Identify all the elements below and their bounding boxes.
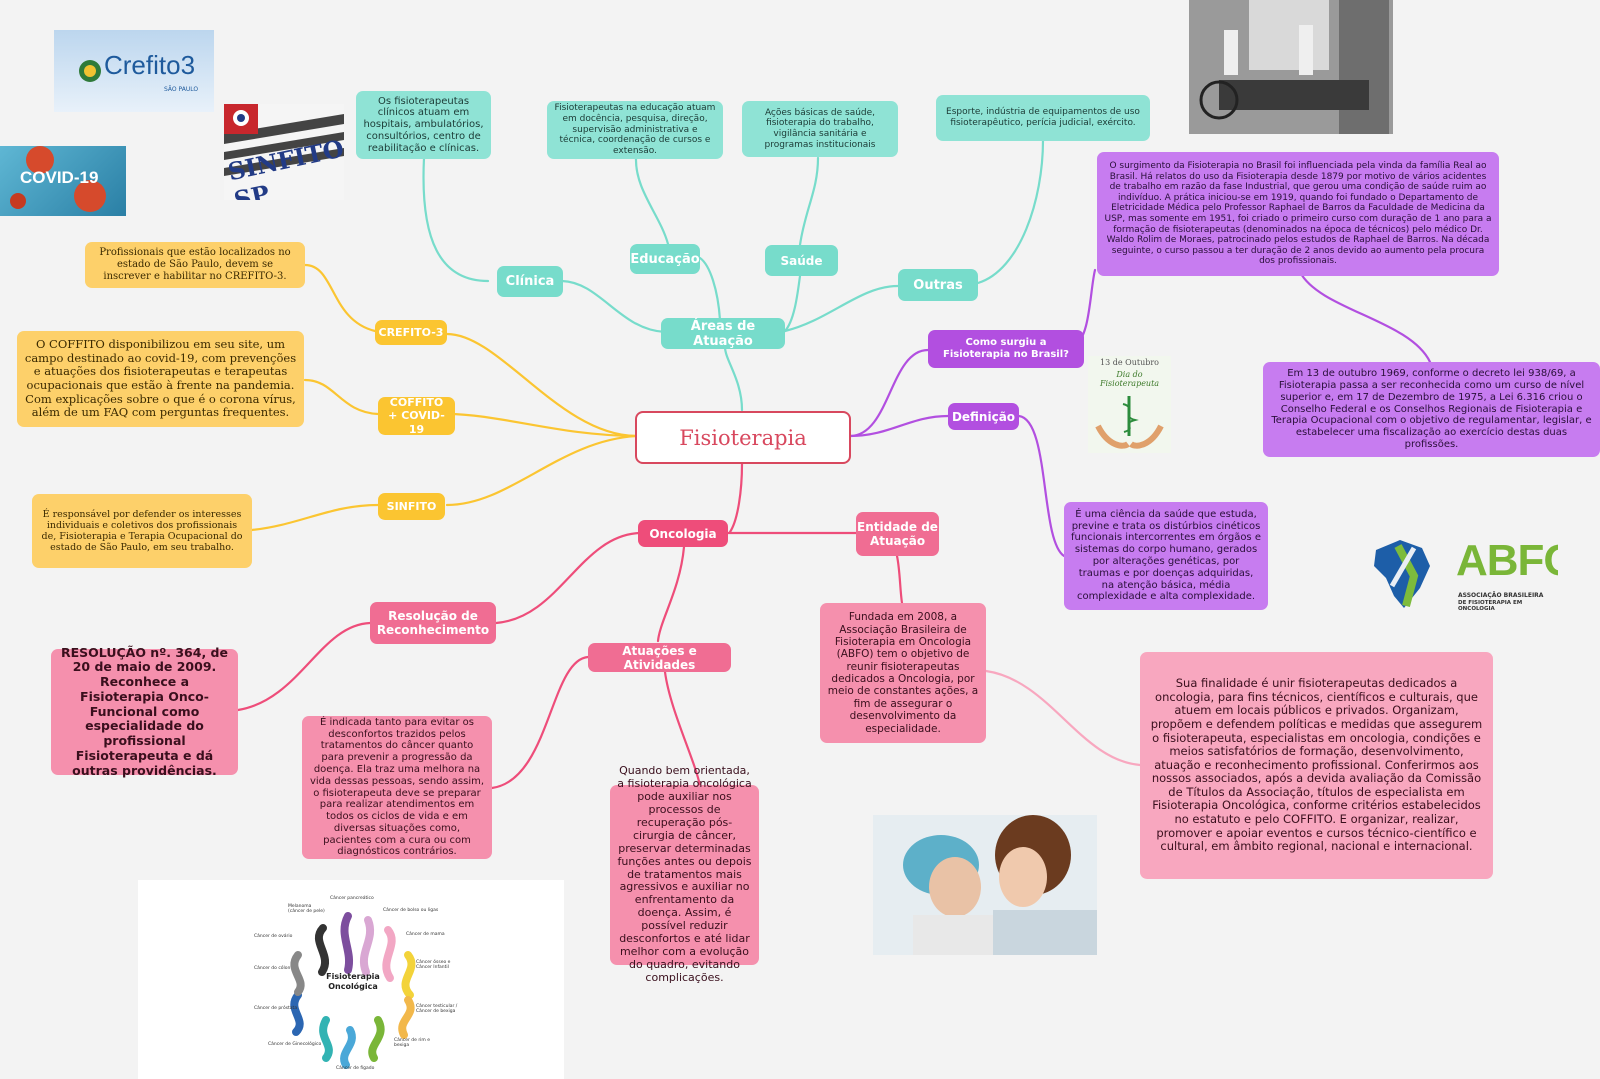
- coffito-text-box[interactable]: O COFFITO disponibilizou em seu site, um…: [17, 331, 304, 427]
- atuacoes-label: Atuações e Atividades: [622, 643, 697, 672]
- crefito-logo-sub: SÃO PAULO: [164, 86, 199, 93]
- coffito-text: O COFFITO disponibilizou em seu site, um…: [24, 337, 297, 420]
- saude-text-box[interactable]: Ações básicas de saúde, fisioterapia do …: [742, 101, 898, 157]
- saude-label: Saúde: [780, 253, 823, 268]
- sinfito-node[interactable]: SINFITO: [378, 493, 445, 520]
- ribbons-center-label-2: Oncológica: [328, 981, 378, 991]
- ribbon-label: Câncer de próstata: [254, 1006, 298, 1011]
- ribbon-label: Melanoma (câncer de pele): [288, 904, 325, 914]
- ribbon-label: Câncer de ovário: [254, 934, 293, 939]
- entidade-text2: Sua finalidade é unir fisioterapeutas de…: [1150, 676, 1483, 854]
- ribbon-label: Câncer de fígado: [336, 1066, 375, 1071]
- abfo-sub1: ASSOCIAÇÃO BRASILEIRA: [1458, 592, 1544, 599]
- entidade-label: Entidade de Atuação: [857, 519, 938, 548]
- abfo-sub2: DE FISIOTERAPIA EM ONCOLOGIA: [1458, 600, 1523, 612]
- clinica-text: Os fisioterapeutas clínicos atuam em hos…: [363, 95, 484, 154]
- covid-text: COVID-19: [20, 168, 99, 187]
- dia-title: Dia do Fisioterapeuta: [1099, 370, 1160, 388]
- sinfito-text-box[interactable]: É responsável por defender os interesses…: [32, 494, 252, 568]
- saude-text: Ações básicas de saúde, fisioterapia do …: [764, 107, 876, 150]
- entidade-text2-box[interactable]: Sua finalidade é unir fisioterapeutas de…: [1140, 652, 1493, 879]
- surgiu-label: Como surgiu a Fisioterapia no Brasil?: [943, 337, 1069, 360]
- definicao-text: É uma ciência da saúde que estuda, previ…: [1071, 508, 1261, 603]
- educacao-text: Fisioterapeutas na educação atuam em doc…: [554, 103, 716, 156]
- atuacoes-text-box[interactable]: É indicada tanto para evitar os desconfo…: [302, 716, 492, 859]
- sinfito-label: SINFITO: [386, 500, 437, 513]
- definicao-node[interactable]: Definição: [948, 403, 1019, 430]
- ribbon-label: Câncer ósseo e Câncer Infantil: [416, 960, 451, 970]
- clinica-label: Clínica: [505, 274, 555, 289]
- coffito-node[interactable]: COFFITO + COVID-19: [378, 396, 455, 436]
- crefito-node[interactable]: CREFITO-3: [375, 320, 447, 345]
- patient-photo: [873, 815, 1097, 955]
- atuacoes-text2: Quando bem orientada, a fisioterapia onc…: [617, 763, 752, 985]
- abfo-title: ABFO: [1456, 536, 1558, 585]
- crefito-logo-text: Crefito3: [104, 50, 196, 80]
- coffito-label: COFFITO + COVID-19: [388, 396, 445, 436]
- surgiu-text-box[interactable]: O surgimento da Fisioterapia no Brasil f…: [1097, 152, 1499, 276]
- areas-hub[interactable]: Áreas de Atuação: [661, 318, 785, 349]
- educacao-label: Educação: [630, 251, 700, 267]
- surgiu-text2: Em 13 de outubro 1969, conforme o decret…: [1271, 368, 1592, 450]
- ribbon-label: Câncer pancreático: [330, 896, 374, 901]
- surgiu-node[interactable]: Como surgiu a Fisioterapia no Brasil?: [928, 330, 1084, 368]
- atuacoes-text: É indicada tanto para evitar os desconfo…: [309, 716, 485, 858]
- outras-label: Outras: [913, 277, 963, 293]
- entidade-node[interactable]: Entidade de Atuação: [856, 512, 939, 556]
- definicao-text-box[interactable]: É uma ciência da saúde que estuda, previ…: [1064, 502, 1268, 610]
- ribbon-label: Câncer de bolso ou ligas: [383, 908, 439, 913]
- clinica-text-box[interactable]: Os fisioterapeutas clínicos atuam em hos…: [356, 91, 491, 159]
- saude-node[interactable]: Saúde: [765, 245, 838, 276]
- ribbon-label: Câncer de Ginecológico: [268, 1042, 322, 1047]
- ribbon-label: Câncer de rim e bexiga: [394, 1038, 431, 1048]
- central-topic-label: Fisioterapia: [679, 425, 807, 450]
- sinfito-text: É responsável por defender os interesses…: [41, 508, 243, 554]
- crefito-text-box[interactable]: Profissionais que estão localizados no e…: [85, 242, 305, 288]
- dia-fisioterapeuta-image: 13 de Outubro Dia do Fisioterapeuta: [1088, 356, 1171, 453]
- resolucao-node[interactable]: Resolução de Reconhecimento: [370, 602, 496, 644]
- ribbon-label: Câncer testicular / Câncer de bexiga: [416, 1004, 458, 1014]
- resolucao-text: RESOLUÇÃO nº. 364, de 20 de maio de 2009…: [61, 644, 228, 778]
- abfo-logo-image: ABFO ASSOCIAÇÃO BRASILEIRA DE FISIOTERAP…: [1370, 536, 1558, 616]
- central-topic[interactable]: Fisioterapia: [635, 411, 851, 464]
- resolucao-label: Resolução de Reconhecimento: [376, 608, 490, 637]
- ribbons-center-label-1: Fisioterapia: [326, 972, 380, 981]
- educacao-text-box[interactable]: Fisioterapeutas na educação atuam em doc…: [547, 101, 723, 159]
- outras-text-box[interactable]: Esporte, indústria de equipamentos de us…: [936, 95, 1150, 141]
- ribbons-center-label: Fisioterapia Oncológica: [308, 972, 398, 991]
- educacao-node[interactable]: Educação: [630, 244, 700, 274]
- ribbon-label: Câncer do cólon: [254, 966, 291, 971]
- entidade-text-box[interactable]: Fundada em 2008, a Associação Brasileira…: [820, 603, 986, 743]
- outras-text: Esporte, indústria de equipamentos de us…: [946, 107, 1140, 128]
- crefito-label: CREFITO-3: [378, 326, 444, 339]
- clinica-node[interactable]: Clínica: [497, 266, 563, 297]
- definicao-label: Definição: [951, 409, 1016, 424]
- surgiu-text2-box[interactable]: Em 13 de outubro 1969, conforme o decret…: [1263, 362, 1600, 457]
- crefito-logo-image: Crefito3 SÃO PAULO: [54, 30, 214, 112]
- atuacoes-text2-box[interactable]: Quando bem orientada, a fisioterapia onc…: [610, 764, 759, 984]
- areas-hub-label: Áreas de Atuação: [690, 318, 756, 349]
- historic-photo: [1189, 0, 1393, 134]
- crefito-text: Profissionais que estão localizados no e…: [99, 247, 291, 282]
- sinfito-logo-image: SINFITO-SP: [224, 104, 344, 200]
- ribbon-label: Câncer de mama: [406, 932, 445, 937]
- resolucao-text-box[interactable]: RESOLUÇÃO nº. 364, de 20 de maio de 2009…: [51, 645, 238, 777]
- entidade-text: Fundada em 2008, a Associação Brasileira…: [827, 611, 979, 735]
- oncologia-hub[interactable]: Oncologia: [638, 520, 728, 547]
- ribbons-image: Fisioterapia Oncológica Câncer pancreáti…: [138, 880, 564, 1079]
- covid-image: COVID-19: [0, 146, 126, 216]
- oncologia-label: Oncologia: [649, 526, 717, 541]
- outras-node[interactable]: Outras: [898, 269, 978, 301]
- dia-date: 13 de Outubro: [1100, 358, 1159, 367]
- atuacoes-node[interactable]: Atuações e Atividades: [588, 643, 731, 672]
- surgiu-text: O surgimento da Fisioterapia no Brasil f…: [1104, 160, 1492, 267]
- cancer-ribbons-icon: [290, 912, 416, 1069]
